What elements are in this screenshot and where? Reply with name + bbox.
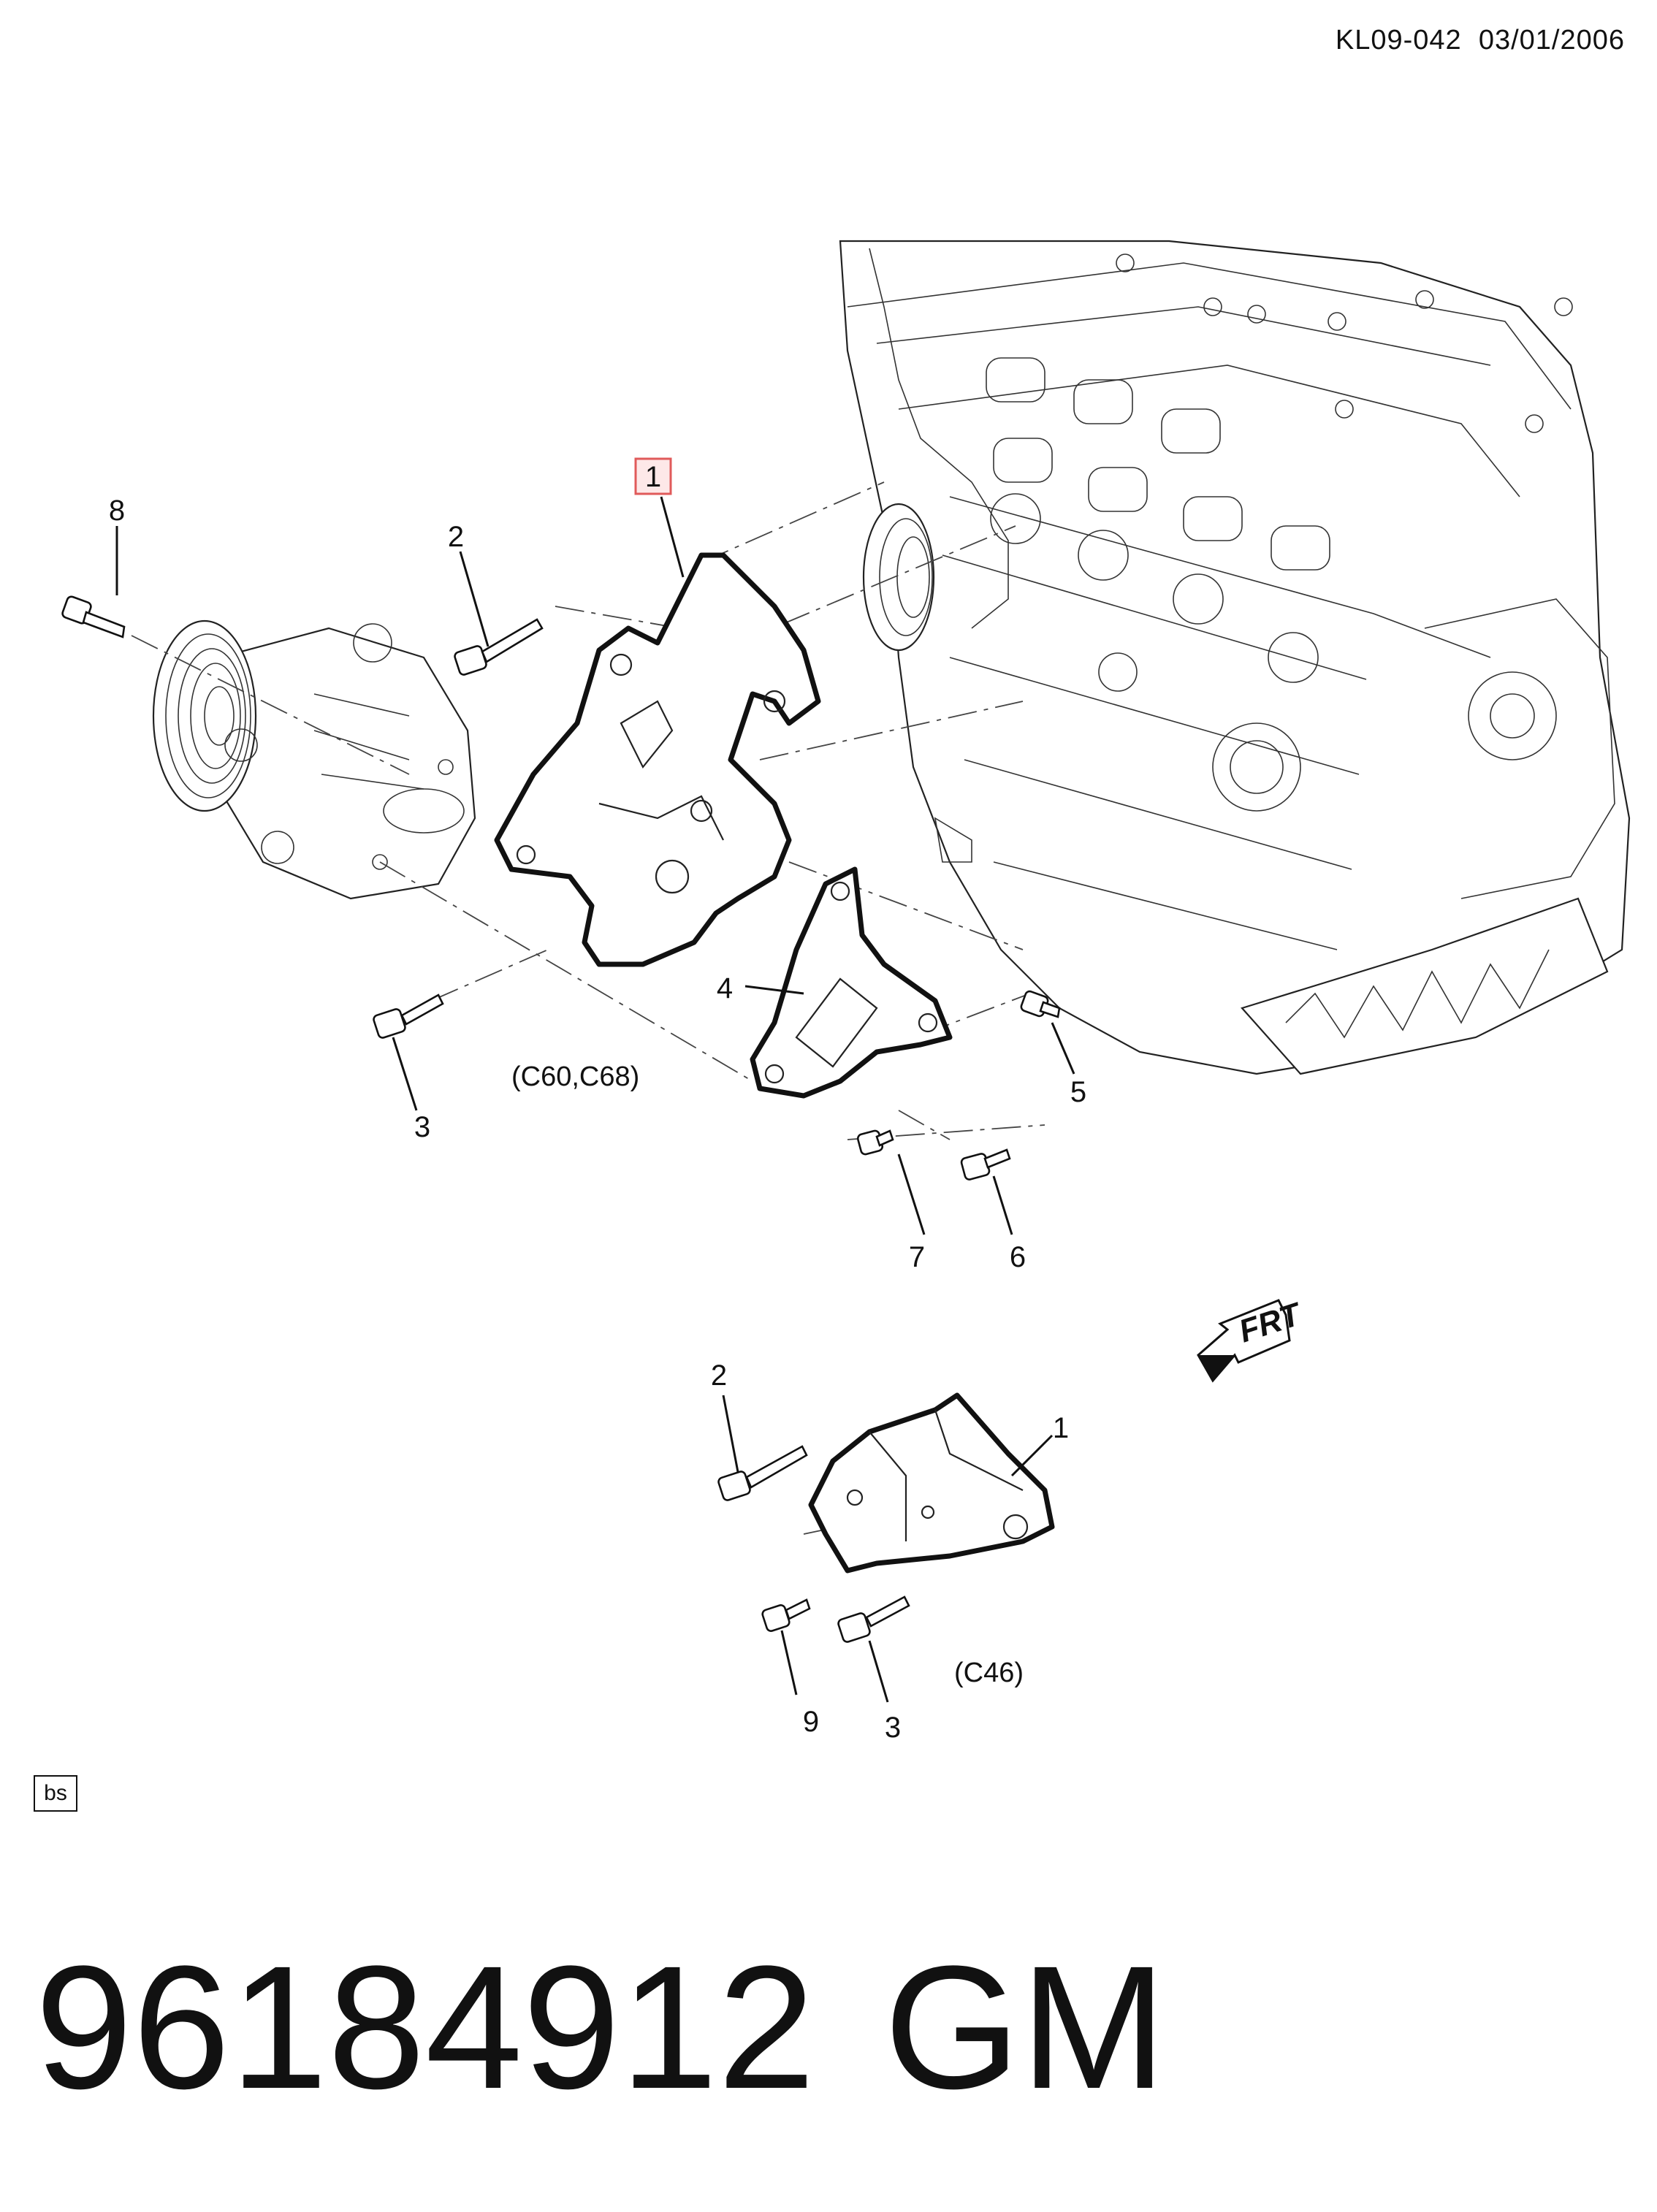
bs-label-box: bs bbox=[34, 1775, 77, 1812]
callout-3-top: 3 bbox=[414, 1111, 430, 1143]
part-1-bracket-upper[interactable] bbox=[494, 552, 821, 967]
engine-head-bolts bbox=[1116, 253, 1573, 433]
callout-4: 4 bbox=[717, 972, 733, 1004]
callout-5: 5 bbox=[1070, 1076, 1086, 1108]
crank-pulley bbox=[862, 503, 935, 652]
diagram-code: KL09-042 bbox=[1335, 25, 1462, 56]
leader-lines bbox=[115, 496, 1075, 1703]
part-number: 96184912 bbox=[35, 1929, 815, 2125]
engine-ports bbox=[986, 357, 1330, 571]
bolt-2-top[interactable] bbox=[454, 618, 544, 676]
highlight-box-part-1[interactable] bbox=[634, 457, 672, 495]
callout-2-bottom: 2 bbox=[711, 1359, 727, 1392]
variant-label-lower: (C46) bbox=[954, 1658, 1024, 1688]
callout-6: 6 bbox=[1010, 1241, 1026, 1273]
callout-1-top: 1 bbox=[645, 461, 661, 493]
callout-1-bottom: 1 bbox=[1053, 1412, 1069, 1444]
callout-3-bottom: 3 bbox=[885, 1712, 901, 1744]
bolt-7[interactable] bbox=[856, 1129, 894, 1156]
bolt-6[interactable] bbox=[960, 1148, 1011, 1181]
callout-7: 7 bbox=[909, 1241, 925, 1273]
part-4-brace[interactable] bbox=[750, 866, 953, 1099]
part-1-bracket-lower[interactable] bbox=[808, 1392, 1055, 1574]
bolt-3-top[interactable] bbox=[373, 994, 444, 1039]
bolt-5[interactable] bbox=[1020, 990, 1061, 1018]
ac-compressor bbox=[152, 619, 476, 900]
engine-block bbox=[839, 240, 1631, 1075]
brand-name: GM bbox=[884, 1929, 1167, 2125]
callout-2-top: 2 bbox=[448, 521, 464, 553]
callout-9: 9 bbox=[803, 1706, 819, 1738]
diagram-code-date: KL09-042 03/01/2006 bbox=[1336, 25, 1625, 56]
front-direction-marker: FRT bbox=[1197, 1296, 1307, 1383]
bolt-9[interactable] bbox=[761, 1598, 811, 1632]
bolt-3-bottom[interactable] bbox=[837, 1595, 910, 1643]
bolt-8[interactable] bbox=[61, 595, 126, 638]
bolt-2-bottom[interactable] bbox=[717, 1445, 808, 1501]
diagram-date: 03/01/2006 bbox=[1478, 25, 1625, 56]
callout-8: 8 bbox=[109, 495, 125, 527]
variant-label-upper: (C60,C68) bbox=[511, 1061, 639, 1092]
